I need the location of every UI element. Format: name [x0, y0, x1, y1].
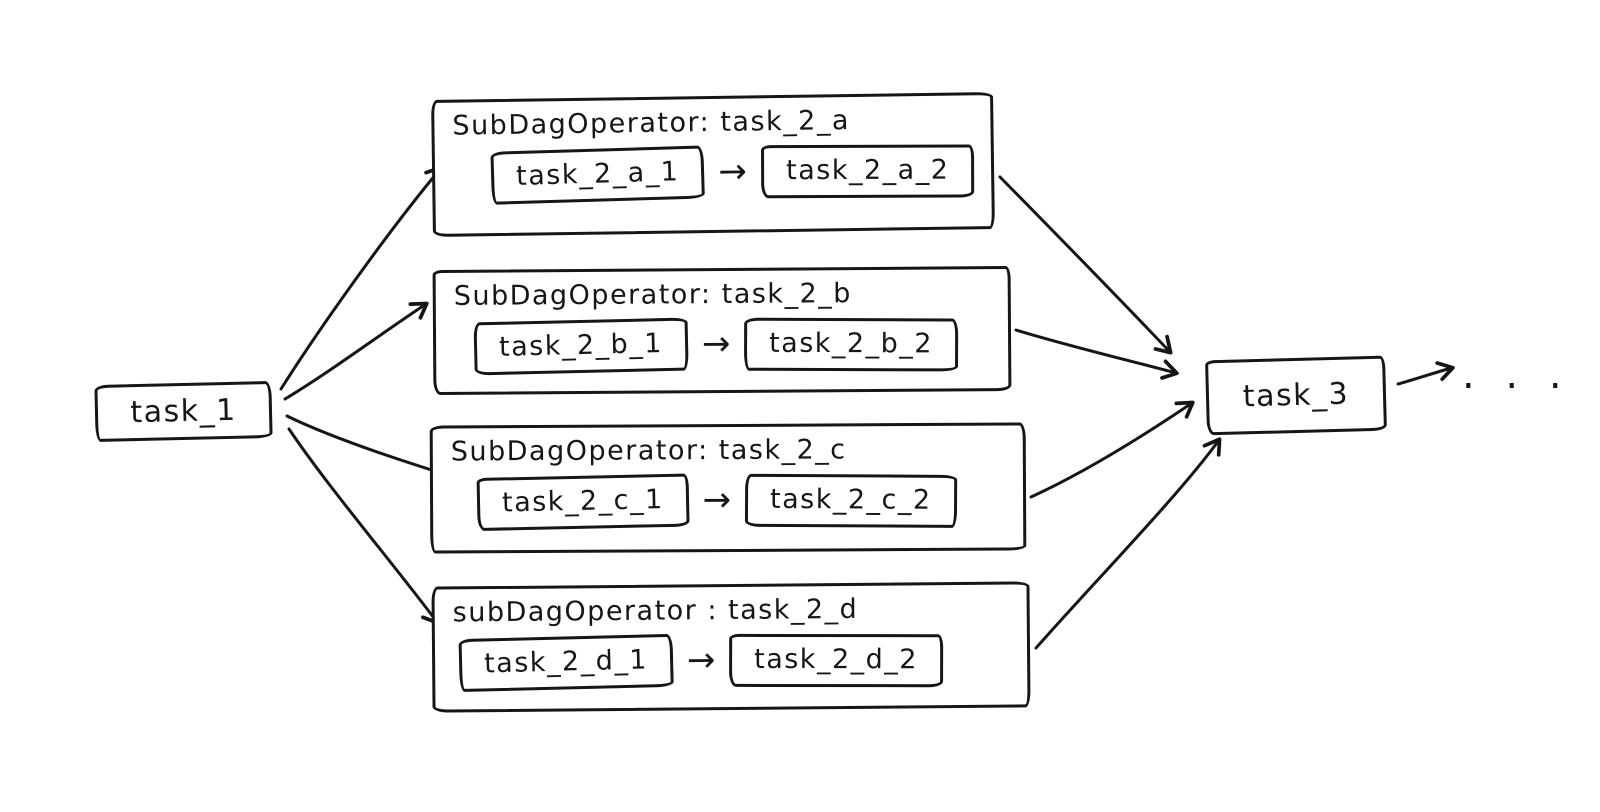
subdag-container-task-2-a: SubDagOperator: task_2_a task_2_a_1 → ta… — [431, 92, 995, 237]
edge-subdag-a-to-task3 — [998, 175, 1173, 355]
node-task-2-d-2: task_2_d_2 — [729, 633, 944, 688]
node-task-1: task_1 — [94, 380, 273, 443]
arrow-right-icon: → — [702, 479, 732, 520]
node-task-2-d-1: task_2_d_1 — [458, 633, 674, 693]
edge-task1-to-subdag-d — [287, 427, 440, 625]
edge-subdag-b-to-task3 — [1014, 328, 1179, 380]
edge-subdag-c-to-task3 — [1029, 400, 1195, 499]
subdag-row-task-2-b: task_2_b_1 → task_2_b_2 — [473, 317, 1008, 376]
node-task-2-a-2: task_2_a_2 — [760, 144, 975, 199]
node-task-1-label: task_1 — [129, 392, 238, 431]
node-task-2-c-2: task_2_c_2 — [744, 473, 957, 528]
subdag-row-task-2-a: task_2_a_1 → task_2_a_2 — [490, 143, 992, 205]
edge-task1-to-subdag-b — [283, 301, 429, 401]
edge-subdag-d-to-task3 — [1034, 437, 1222, 650]
subdag-row-task-2-d: task_2_d_1 → task_2_d_2 — [458, 632, 1027, 693]
arrow-right-icon: → — [701, 323, 731, 364]
subdag-container-task-2-d: subDagOperator : task_2_d task_2_d_1 → t… — [431, 581, 1031, 713]
node-task-2-b-1: task_2_b_1 — [473, 317, 689, 376]
node-task-2-a-1: task_2_a_1 — [490, 145, 706, 205]
continuation-ellipsis: . . . — [1462, 352, 1571, 398]
subdag-title-task-2-a: SubDagOperator: task_2_a — [452, 105, 851, 142]
edge-task3-to-continuation — [1396, 361, 1455, 386]
node-task-3: task_3 — [1205, 355, 1387, 436]
subdag-title-task-2-b: SubDagOperator: task_2_b — [453, 278, 852, 312]
subdag-title-task-2-d: subDagOperator : task_2_d — [452, 593, 859, 629]
arrow-right-icon: → — [686, 639, 716, 680]
subdag-container-task-2-b: SubDagOperator: task_2_b task_2_b_1 → ta… — [432, 265, 1012, 396]
subdag-row-task-2-c: task_2_c_1 → task_2_c_2 — [476, 473, 1023, 531]
node-task-2-c-1: task_2_c_1 — [476, 473, 690, 531]
node-task-2-b-2: task_2_b_2 — [744, 317, 959, 372]
node-task-3-label: task_3 — [1242, 376, 1350, 415]
subdag-container-task-2-c: SubDagOperator: task_2_c task_2_c_1 → ta… — [429, 422, 1027, 554]
arrow-right-icon: → — [718, 151, 748, 192]
edge-task1-to-subdag-a — [279, 165, 444, 391]
subdag-title-task-2-c: SubDagOperator: task_2_c — [450, 434, 847, 468]
